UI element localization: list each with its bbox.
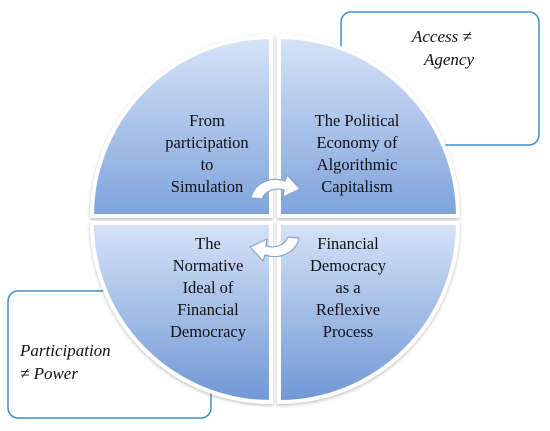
text-line: The Political xyxy=(315,111,400,130)
quadrant-bottom-right xyxy=(277,221,461,405)
cycle-arrow-icon xyxy=(249,174,301,262)
text-line: Access ≠ xyxy=(411,27,472,46)
quadrant-top-right xyxy=(277,34,461,218)
text-line: Financial xyxy=(317,234,379,253)
quadrants xyxy=(89,34,461,405)
text-line: Ideal of xyxy=(183,278,234,297)
text-line: Democracy xyxy=(170,322,247,341)
text-line: to xyxy=(201,155,214,174)
callout-text-access-agency: Access ≠ Agency xyxy=(411,27,474,69)
quadrant-top-left xyxy=(89,34,273,218)
text-line: Economy of xyxy=(316,133,398,152)
text-line: Agency xyxy=(423,50,474,69)
text-line: as a xyxy=(335,278,361,297)
text-line: Algorithmic xyxy=(317,155,398,174)
text-line: Simulation xyxy=(171,177,243,196)
text-line: ≠ Power xyxy=(20,364,78,383)
text-line: Participation xyxy=(19,341,111,360)
quadrant-bottom-left xyxy=(89,221,273,405)
text-line: Reflexive xyxy=(316,300,380,319)
text-line: participation xyxy=(165,133,248,152)
text-line: Financial xyxy=(177,300,239,319)
text-line: From xyxy=(189,111,225,130)
text-line: Capitalism xyxy=(321,177,393,196)
text-line: Process xyxy=(323,322,373,341)
text-line: The xyxy=(195,234,221,253)
text-line: Democracy xyxy=(310,256,387,275)
callout-text-participation-power: Participation ≠ Power xyxy=(19,341,111,383)
text-line: Normative xyxy=(173,256,244,275)
